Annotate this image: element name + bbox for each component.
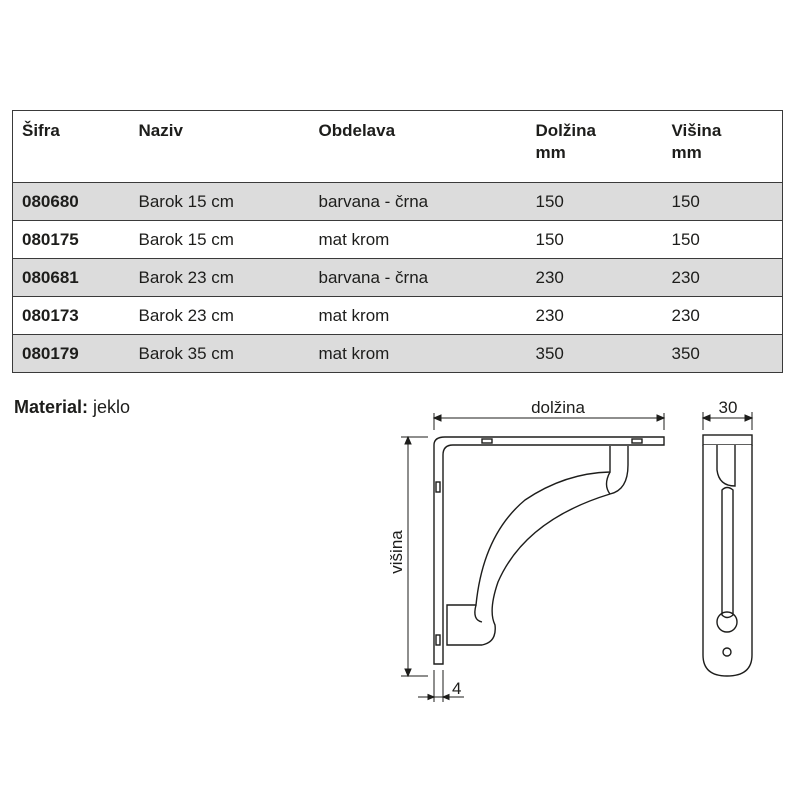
cell-name: Barok 35 cm: [129, 334, 310, 373]
bracket-front-view: [702, 434, 753, 677]
width-label: 30: [719, 398, 738, 417]
cell-code: 080681: [12, 258, 130, 297]
cell-finish: mat krom: [309, 296, 527, 335]
cell-name: Barok 23 cm: [129, 296, 310, 335]
height-dimension: [401, 435, 428, 678]
table-row: 080179 Barok 35 cm mat krom 350 350: [12, 334, 783, 373]
thickness-dimension: [418, 670, 464, 702]
material-line: Material: jeklo: [14, 397, 130, 418]
cell-finish: mat krom: [309, 220, 527, 259]
cell-name: Barok 15 cm: [129, 220, 310, 259]
cell-length: 230: [526, 296, 663, 335]
thickness-label: 4: [452, 679, 461, 698]
cell-name: Barok 23 cm: [129, 258, 310, 297]
table-row: 080173 Barok 23 cm mat krom 230 230: [12, 296, 783, 335]
cell-length: 150: [526, 182, 663, 221]
cell-code: 080179: [12, 334, 130, 373]
cell-finish: mat krom: [309, 334, 527, 373]
header-finish: Obdelava: [309, 110, 527, 183]
cell-length: 350: [526, 334, 663, 373]
cell-length: 150: [526, 220, 663, 259]
bracket-side-view: [433, 436, 665, 665]
length-label: dolžina: [531, 398, 585, 417]
header-code: Šifra: [12, 110, 130, 183]
material-label: Material:: [14, 397, 89, 417]
cell-finish: barvana - črna: [309, 258, 527, 297]
header-name: Naziv: [129, 110, 310, 183]
height-label: višina: [387, 530, 406, 574]
material-value: jeklo: [93, 397, 131, 417]
cell-name: Barok 15 cm: [129, 182, 310, 221]
cell-finish: barvana - črna: [309, 182, 527, 221]
length-dimension: [432, 413, 666, 430]
table-row: 080680 Barok 15 cm barvana - črna 150 15…: [12, 182, 783, 221]
table-row: 080175 Barok 15 cm mat krom 150 150: [12, 220, 783, 259]
cell-height: 350: [662, 334, 783, 373]
cell-code: 080175: [12, 220, 130, 259]
width-dimension: [701, 412, 754, 430]
cell-height: 230: [662, 296, 783, 335]
cell-code: 080680: [12, 182, 130, 221]
